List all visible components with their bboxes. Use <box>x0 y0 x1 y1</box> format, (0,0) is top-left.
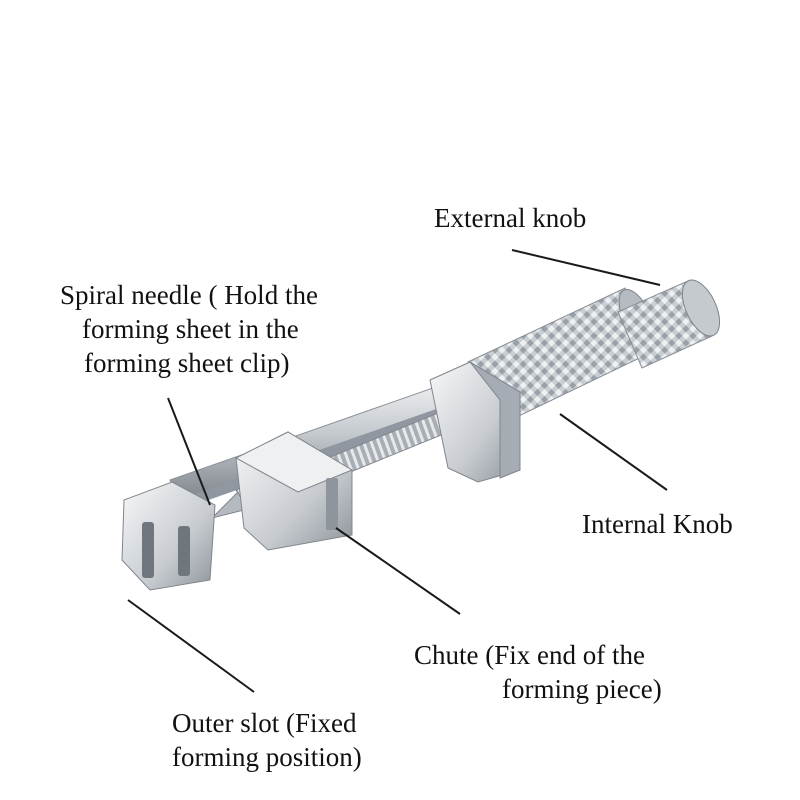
leader-outer-slot <box>127 599 255 693</box>
external-knob <box>617 279 721 369</box>
label-outer-slot: Outer slot (Fixed forming position) <box>172 706 362 774</box>
label-chute-line1: Chute (Fix end of the <box>414 640 645 670</box>
label-outer-slot-line2: forming position) <box>172 742 362 772</box>
label-chute-line2: forming piece) <box>502 674 662 704</box>
leader-spiral-needle <box>167 397 211 506</box>
label-spiral-needle-line3: forming sheet clip) <box>84 348 290 378</box>
label-spiral-needle-line2: forming sheet in the <box>82 314 299 344</box>
chute-block <box>234 431 354 551</box>
label-outer-slot-line1: Outer slot (Fixed <box>172 708 357 738</box>
leader-chute <box>335 527 461 615</box>
rear-bracket <box>429 361 521 483</box>
label-spiral-needle: Spiral needle ( Hold the forming sheet i… <box>60 278 318 380</box>
leader-external-knob <box>511 249 661 286</box>
label-external-knob: External knob <box>434 201 586 235</box>
label-internal-knob-text: Internal Knob <box>582 509 733 539</box>
label-chute: Chute (Fix end of the forming piece) <box>414 638 662 706</box>
leader-lines <box>127 249 668 693</box>
label-spiral-needle-line1: Spiral needle ( Hold the <box>60 280 318 310</box>
label-external-knob-text: External knob <box>434 203 587 233</box>
outer-slot-clamp <box>121 481 216 591</box>
leader-internal-knob <box>559 413 668 491</box>
label-internal-knob: Internal Knob <box>582 507 733 541</box>
